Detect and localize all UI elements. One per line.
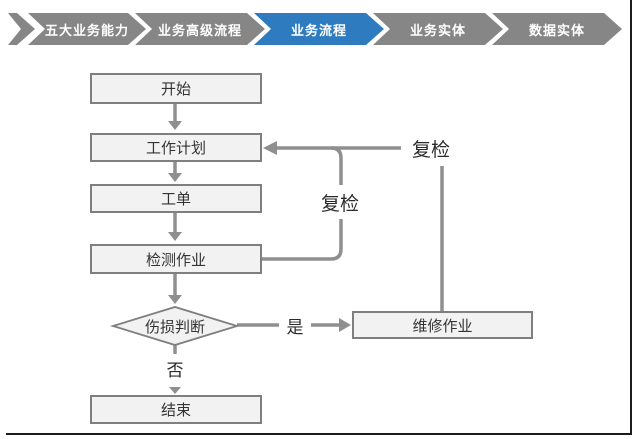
node-damage-judgment: 伤损判断 (113, 307, 237, 345)
node-work-plan: 工作计划 (90, 133, 262, 162)
breadcrumb-item-business-entity[interactable]: 业务实体 (373, 13, 503, 45)
arrowhead-into-plan-top (168, 121, 182, 130)
node-label: 检测作业 (145, 251, 206, 269)
breadcrumb-label: 数据实体 (528, 22, 585, 38)
node-start: 开始 (90, 73, 262, 104)
breadcrumb-label: 业务实体 (409, 22, 466, 38)
edge-inspect-recheck (262, 146, 343, 261)
arrowhead-into-order (168, 173, 182, 182)
breadcrumb-item-data-entity[interactable]: 数据实体 (492, 13, 622, 45)
arrowhead-into-repair (339, 318, 351, 332)
edge-repair-recheck (277, 146, 444, 311)
breadcrumb-item-business-process-active[interactable]: 业务流程 (254, 13, 384, 45)
node-label: 工作计划 (145, 140, 206, 157)
node-repair-job: 维修作业 (352, 311, 533, 339)
arrowhead-into-judge (168, 295, 182, 304)
node-inspection-job: 检测作业 (90, 244, 262, 274)
node-label: 维修作业 (412, 317, 473, 335)
node-label: 工单 (160, 191, 191, 208)
node-end: 结束 (90, 395, 262, 424)
arrowhead-into-inspect (168, 232, 182, 241)
breadcrumb-label: 业务高级流程 (157, 22, 242, 38)
node-label: 结束 (160, 402, 191, 419)
breadcrumb-label: 五大业务能力 (44, 22, 129, 38)
page-border-bottom (6, 433, 632, 435)
breadcrumb-item-five-capabilities[interactable]: 五大业务能力 (28, 13, 146, 45)
node-label: 开始 (160, 81, 191, 98)
edge-label-no: 否 (159, 354, 191, 382)
arrowhead-into-end (169, 387, 181, 394)
breadcrumb-item-high-level-process[interactable]: 业务高级流程 (135, 13, 265, 45)
page-border-right (630, 0, 632, 435)
decision-diamond (109, 306, 241, 346)
breadcrumb-label: 业务流程 (290, 22, 347, 38)
edge-label-yes: 是 (279, 310, 311, 340)
node-label: 伤损判断 (144, 318, 205, 336)
node-work-order: 工单 (90, 184, 262, 213)
edge-label-recheck-inner: 复检 (314, 185, 366, 219)
edge-label-recheck-outer: 复检 (401, 130, 461, 166)
arrowhead-into-plan-right (263, 141, 277, 155)
